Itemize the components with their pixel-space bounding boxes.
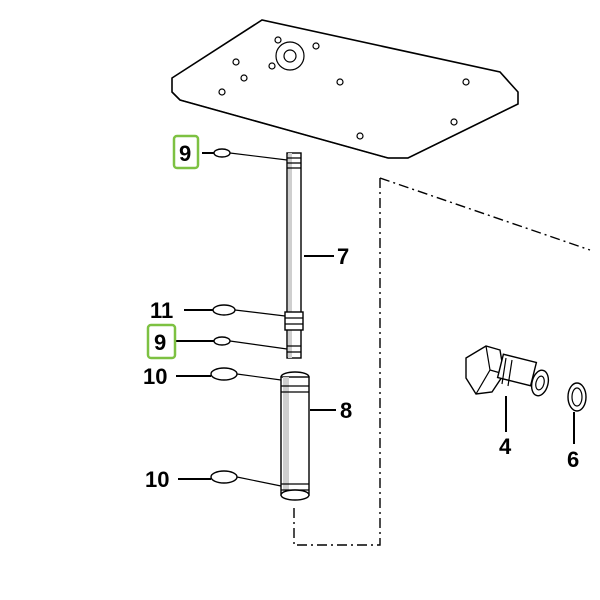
callout-label-10-upper: 10: [143, 364, 167, 389]
callout-9-lower-highlight: [146, 323, 177, 360]
o-ring-9-lower: [213, 336, 231, 346]
o-ring-9-upper: [213, 148, 231, 158]
leader-lines: [176, 152, 575, 487]
callout-9-upper-highlight: [172, 134, 200, 170]
rod-part-7: [284, 152, 304, 359]
callout-label-10-lower: 10: [145, 467, 169, 492]
callout-label-9-lower: 9: [154, 330, 166, 355]
callout-label-8: 8: [340, 398, 352, 423]
sleeve-part-8: [280, 371, 310, 501]
callout-label-9-upper: 9: [179, 141, 191, 166]
o-ring-10-upper: [210, 367, 238, 381]
fitting-part-4: [465, 345, 550, 397]
callout-label-7: 7: [337, 244, 349, 269]
washer-part-6: [567, 382, 587, 412]
mounting-plate: [171, 19, 519, 159]
callout-label-6: 6: [567, 447, 579, 472]
assembly-boundary-line: [293, 177, 591, 546]
callout-label-4: 4: [499, 434, 512, 459]
o-ring-11: [212, 304, 236, 316]
callout-label-11: 11: [150, 298, 173, 323]
o-ring-10-lower: [210, 470, 238, 484]
